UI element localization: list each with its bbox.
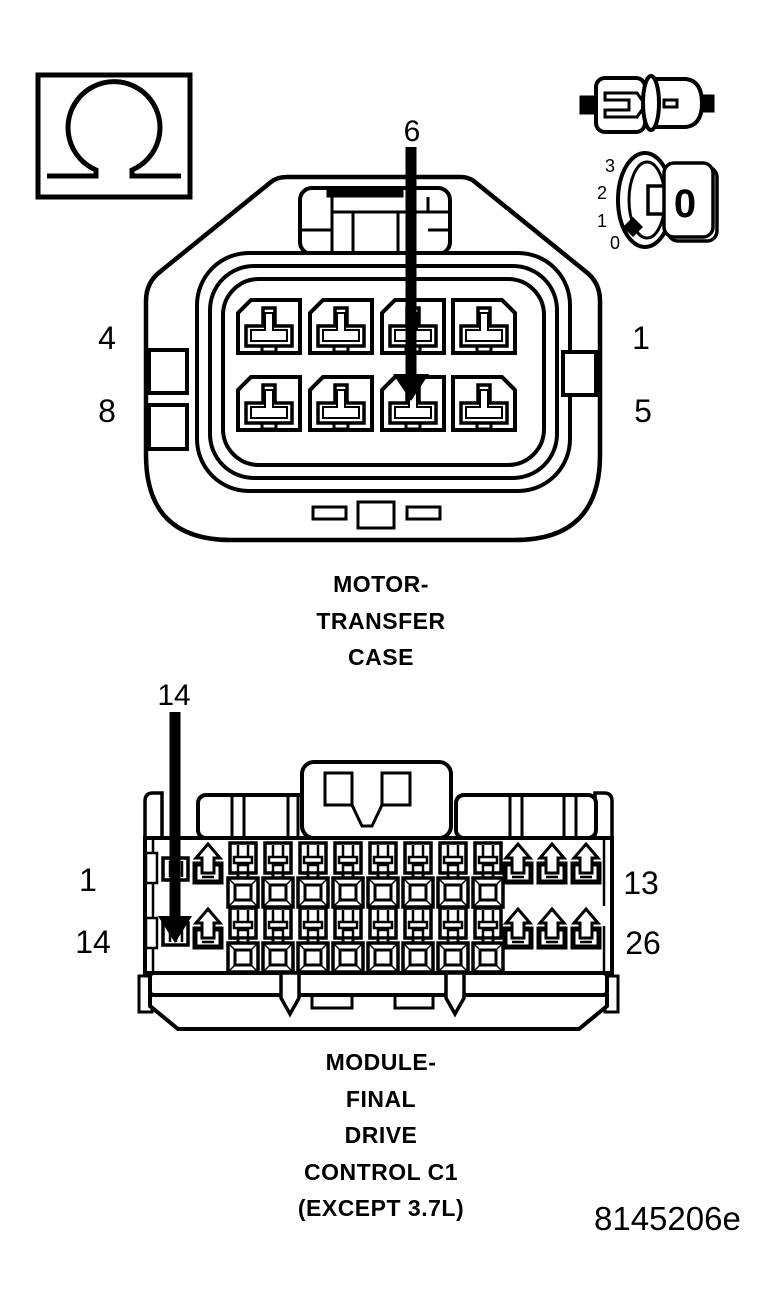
connector1-caption-line2: TRANSFER xyxy=(316,607,446,634)
connector2-drawing xyxy=(137,760,620,1031)
ohm-symbol xyxy=(47,79,181,179)
connector2-caption-line4: CONTROL C1 xyxy=(303,1158,459,1185)
connector2-caption-line3: DRIVE xyxy=(344,1122,418,1148)
pin6-callout-label: 6 xyxy=(403,115,421,148)
connector1-caption-line1: MOTOR- xyxy=(333,571,429,597)
connector1-caption-line3: CASE xyxy=(348,644,414,670)
connector2-caption-line2: FINAL xyxy=(345,1085,417,1112)
terminal-probe-icon xyxy=(579,74,715,134)
dial-selected-value: 0 xyxy=(673,182,697,226)
terminal-cavity xyxy=(236,298,302,355)
pin14-callout-label: 14 xyxy=(157,679,191,712)
figure-id: 8145206e xyxy=(594,1200,741,1237)
connector1-caption: MOTOR- TRANSFER CASE xyxy=(231,566,531,676)
connector2-pin26-label: 26 xyxy=(625,925,661,961)
terminal-cavity xyxy=(236,375,302,432)
connector2-pin1-label: 1 xyxy=(79,862,97,898)
rotary-dial-icon xyxy=(616,151,719,249)
connector2-caption-line5: (EXCEPT 3.7L) xyxy=(297,1195,465,1221)
dial-position-2-label: 2 xyxy=(596,183,608,203)
connector2-caption-line1: MODULE- xyxy=(325,1049,437,1075)
dial-position-0-label: 0 xyxy=(609,233,621,253)
connector1-pin4-label: 4 xyxy=(98,320,116,356)
terminal-cavity xyxy=(308,298,374,355)
connector2-caption: MODULE- FINAL DRIVE CONTROL C1 (EXCEPT 3… xyxy=(231,1044,531,1227)
pin14-callout-arrow xyxy=(158,712,192,943)
dial-position-3-label: 3 xyxy=(604,156,616,176)
connector2-pin13-label: 13 xyxy=(623,865,659,901)
connector1-drawing xyxy=(143,174,603,543)
terminal-cavity xyxy=(451,298,517,355)
ohmmeter-symbol-icon xyxy=(35,72,193,200)
dial-marker-icon xyxy=(623,217,643,237)
pin6-callout-arrow xyxy=(393,147,429,401)
connector2-pin14-label: 14 xyxy=(75,924,111,960)
connector1-pin5-label: 5 xyxy=(634,393,652,429)
terminal-cavity xyxy=(451,375,517,432)
dial-position-1-label: 1 xyxy=(596,211,608,231)
connector2-latch xyxy=(300,760,453,840)
connector1-latch xyxy=(298,186,452,256)
connector1-pin1-label: 1 xyxy=(632,320,650,356)
connector1-pin8-label: 8 xyxy=(98,393,116,429)
terminal-cavity xyxy=(308,375,374,432)
